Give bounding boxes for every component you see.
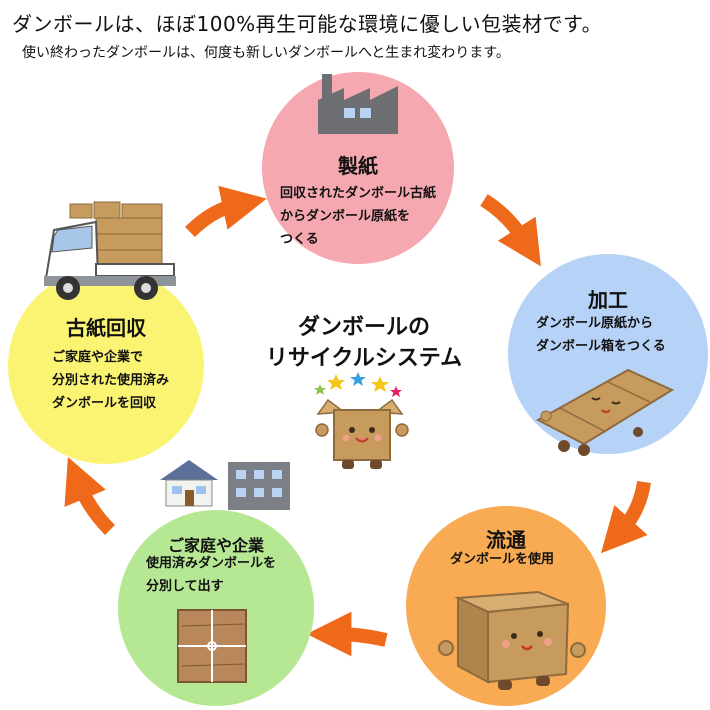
headline: ダンボールは、ほぼ100%再生可能な環境に優しい包装材です。 — [12, 12, 603, 36]
happy-box-mascot-icon — [314, 372, 409, 469]
stage-processing-title: 加工 — [588, 288, 628, 312]
desc-line: 使用済みダンボールを — [146, 556, 277, 571]
stage-papermaking-desc: 回収されたダンボール古紙 からダンボール原紙を つくる — [280, 182, 436, 251]
factory-icon — [318, 74, 398, 134]
desc-line: ダンボール箱をつくる — [536, 339, 666, 354]
flat-cardboard-icon — [535, 368, 675, 456]
arrow-processing-to-distribution — [601, 480, 651, 554]
subline: 使い終わったダンボールは、何度も新しいダンボールへと生まれ変わります。 — [22, 45, 510, 61]
stage-collection-circle — [8, 268, 204, 464]
desc-line: つくる — [280, 232, 319, 247]
desc-line: ご家庭や企業で — [52, 350, 144, 365]
stage-papermaking-title: 製紙 — [338, 154, 378, 178]
arrow-distribution-to-households — [306, 611, 388, 657]
star-icon — [314, 384, 326, 395]
center-title-line1: ダンボールの — [297, 315, 430, 340]
center-title-line2: リサイクルシステム — [265, 346, 463, 371]
cardboard-box-character-icon — [438, 590, 586, 690]
star-icon — [327, 374, 345, 390]
stage-collection-title: 古紙回収 — [66, 316, 146, 340]
desc-line: からダンボール原紙を — [280, 209, 411, 224]
office-building-icon — [228, 462, 290, 510]
star-icon — [350, 372, 366, 386]
stage-distribution-title: 流通 — [486, 528, 526, 552]
desc-line: 分別された使用済み — [52, 373, 170, 388]
stage-households-desc: 使用済みダンボールを 分別して出す — [146, 552, 276, 598]
stage-collection-desc: ご家庭や企業で 分別された使用済み ダンボールを回収 — [52, 346, 169, 415]
desc-line: ダンボールを使用 — [450, 552, 555, 567]
desc-line: ダンボール原紙から — [536, 316, 654, 331]
center-title: ダンボールの リサイクルシステム — [244, 312, 484, 374]
house-icon — [160, 460, 218, 507]
star-icon — [390, 386, 402, 397]
desc-line: 分別して出す — [146, 579, 224, 594]
arrow-collection-to-paper — [185, 185, 267, 238]
arrow-households-to-collection — [64, 457, 116, 535]
arrow-paper-to-processing — [480, 194, 541, 267]
stage-processing-desc: ダンボール原紙から ダンボール箱をつくる — [536, 312, 666, 358]
stage-households-title: ご家庭や企業 — [167, 536, 264, 555]
star-icon — [371, 376, 389, 392]
tied-cardboard-bundle-icon — [177, 609, 247, 683]
stage-distribution-desc: ダンボールを使用 — [450, 548, 554, 571]
desc-line: 回収されたダンボール古紙 — [280, 186, 437, 201]
truck-icon — [44, 201, 176, 300]
desc-line: ダンボールを回収 — [52, 396, 157, 411]
